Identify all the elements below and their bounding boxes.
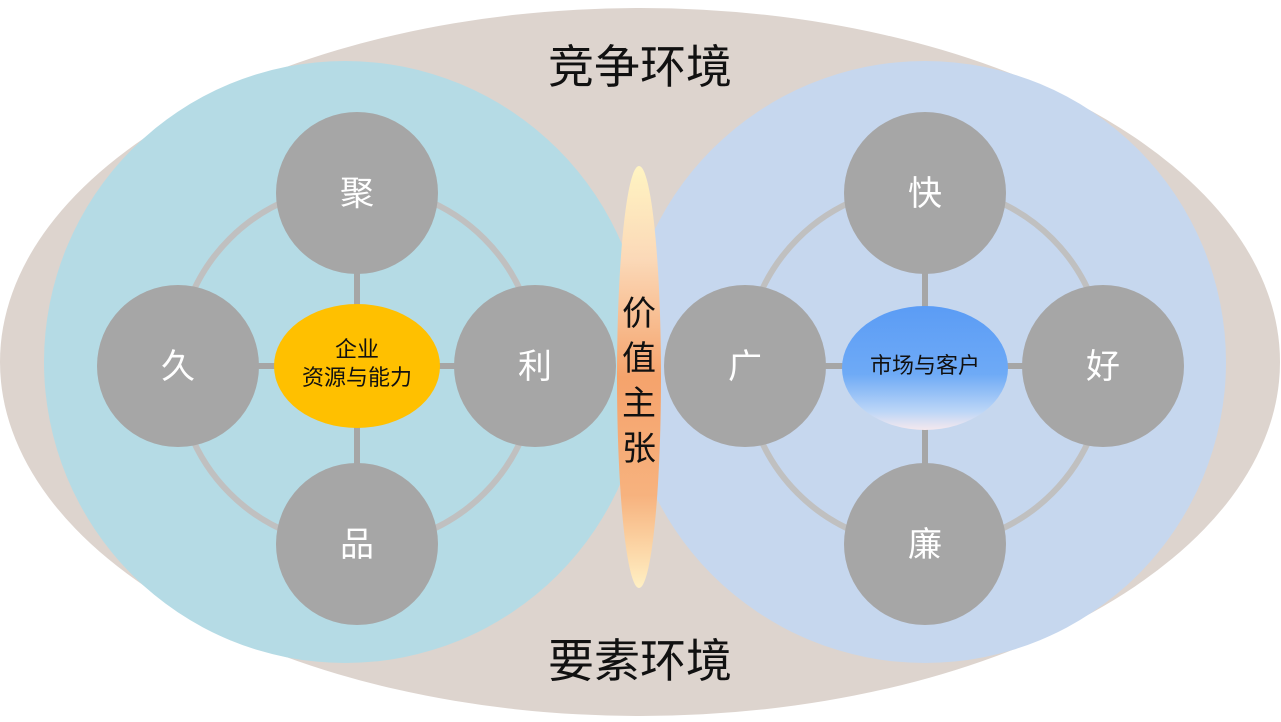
factor-environment-label: 要素环境 <box>548 634 732 688</box>
value-proposition-char-2: 值 <box>622 339 656 379</box>
value-proposition-char-3: 主 <box>622 384 656 424</box>
node-guang-circle <box>664 285 826 447</box>
node-lian-label: 廉 <box>908 525 942 565</box>
market-core-label: 市场与客户 <box>870 354 980 379</box>
node-li-circle <box>454 285 616 447</box>
enterprise-core-line1: 企业 <box>335 338 379 363</box>
node-lian-circle <box>844 463 1006 625</box>
node-jiu-label: 久 <box>161 347 195 387</box>
node-kuai-circle <box>844 112 1006 274</box>
node-pin-label: 品 <box>340 525 374 565</box>
value-proposition-char-4: 张 <box>622 429 656 469</box>
node-ju-circle <box>276 112 438 274</box>
node-li-label: 利 <box>518 347 552 387</box>
node-guang-label: 广 <box>728 347 762 387</box>
node-jiu-circle <box>97 285 259 447</box>
enterprise-core-line2: 资源与能力 <box>302 366 412 391</box>
competitive-environment-label: 竞争环境 <box>548 40 732 94</box>
market-core-ellipse <box>842 306 1008 430</box>
value-proposition-char-1: 价 <box>622 294 656 334</box>
node-pin-circle <box>276 463 438 625</box>
enterprise-core-ellipse <box>274 304 440 428</box>
node-hao-label: 好 <box>1086 347 1120 387</box>
node-kuai-label: 快 <box>908 174 942 214</box>
value-proposition-ellipse <box>617 166 661 588</box>
node-hao-circle <box>1022 285 1184 447</box>
node-ju-label: 聚 <box>340 174 374 214</box>
